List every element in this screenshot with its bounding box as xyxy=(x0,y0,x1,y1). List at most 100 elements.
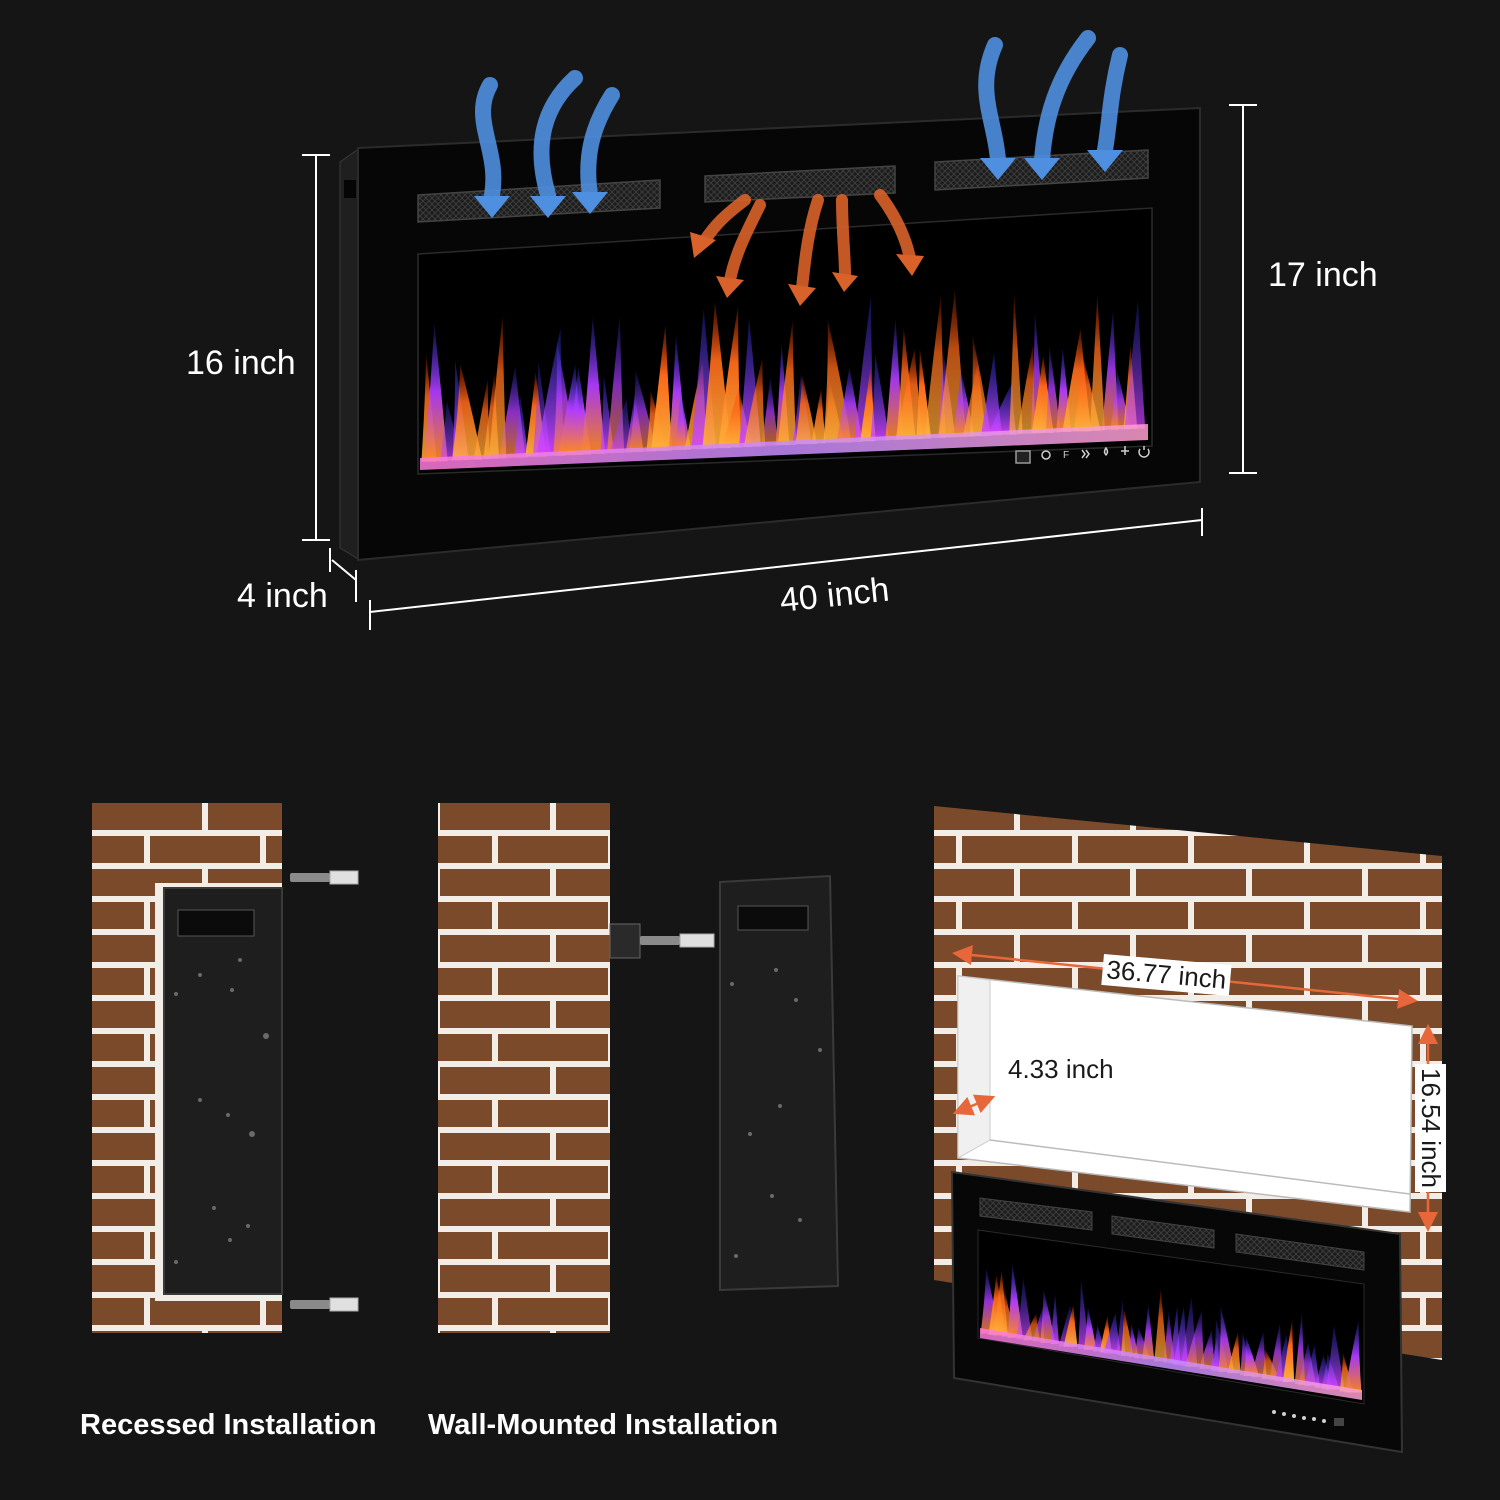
fan-icon xyxy=(1121,446,1129,455)
power-icon xyxy=(1138,446,1150,458)
flame xyxy=(795,375,818,444)
cutout-inner-wall xyxy=(957,975,991,1159)
recessed-installation xyxy=(92,803,359,1333)
cutout-depth-line xyxy=(952,1094,996,1116)
caption-recessed: Recessed Installation xyxy=(80,1409,377,1441)
depth-line xyxy=(329,548,357,602)
caption-wall-mounted: Wall-Mounted Installation xyxy=(428,1409,779,1441)
vent-center xyxy=(1111,1215,1215,1249)
control-panel-small xyxy=(1272,1410,1344,1426)
height-front-label: 16 inch xyxy=(186,344,296,382)
cool-air-arrow xyxy=(580,87,620,203)
flame xyxy=(1124,299,1146,429)
flame xyxy=(674,390,692,450)
flame xyxy=(1185,1309,1205,1367)
flame xyxy=(1083,1307,1097,1350)
flame xyxy=(488,315,507,459)
flame xyxy=(1045,345,1061,433)
flames xyxy=(421,289,1146,462)
height-side-line xyxy=(1229,104,1257,474)
ember-bed xyxy=(980,1328,1362,1400)
cool-air-arrow xyxy=(533,70,583,203)
cutout-diagram xyxy=(934,806,1442,1454)
flame xyxy=(606,315,625,453)
fireplace-back xyxy=(719,874,840,1292)
flame xyxy=(1199,1328,1215,1369)
flame xyxy=(1251,1331,1267,1378)
screw-anchor-bottom xyxy=(290,1297,359,1312)
flame xyxy=(836,366,863,442)
back-rivets xyxy=(174,958,269,1264)
back-handle xyxy=(177,909,255,937)
vent-right xyxy=(1235,1233,1365,1271)
cutout-depth-label: 4.33 inch xyxy=(1008,1054,1114,1084)
height-side-label: 17 inch xyxy=(1268,256,1378,294)
flame xyxy=(452,363,483,460)
fahrenheit-icon: F xyxy=(1063,450,1069,461)
hot-air-arrow xyxy=(699,194,751,246)
wall-mounted-installation xyxy=(438,803,840,1333)
main-fireplace: F xyxy=(302,30,1257,630)
flame xyxy=(1017,345,1036,434)
flame xyxy=(1304,1345,1320,1386)
side-switch xyxy=(344,180,356,198)
flame xyxy=(981,353,1002,436)
width-line xyxy=(369,508,1203,630)
hot-air-arrowheads xyxy=(690,232,924,306)
flame xyxy=(761,376,779,446)
cutout-height-label: 16.54 inch xyxy=(1415,1064,1446,1192)
hot-air-arrow xyxy=(836,194,851,281)
depth-label: 4 inch xyxy=(237,577,328,615)
flame xyxy=(870,353,890,441)
flame xyxy=(1325,1325,1345,1390)
control-panel: F xyxy=(1015,446,1150,464)
flame xyxy=(581,316,606,454)
flame xyxy=(1294,1312,1306,1384)
flame xyxy=(1089,293,1105,431)
height-front-line xyxy=(302,154,330,541)
flame xyxy=(743,357,766,447)
vent-center xyxy=(704,165,896,203)
flame xyxy=(1063,1304,1078,1347)
flame xyxy=(514,395,529,458)
fireplace-back xyxy=(163,887,283,1295)
flame xyxy=(1040,1289,1056,1343)
flame xyxy=(1344,1320,1362,1393)
wall-bracket xyxy=(609,923,641,959)
flame xyxy=(424,323,448,462)
flame xyxy=(895,348,924,440)
flame xyxy=(777,320,797,445)
flame xyxy=(651,324,673,451)
brick-wall xyxy=(438,803,610,1333)
cool-air-arrowheads xyxy=(474,150,1123,218)
flame xyxy=(1016,1277,1033,1340)
flame xyxy=(1103,1312,1121,1354)
vent-left xyxy=(979,1197,1093,1231)
flame xyxy=(1227,1331,1241,1374)
flame xyxy=(1218,1305,1235,1372)
display-icon xyxy=(1015,450,1031,464)
cool-air-arrow xyxy=(1034,30,1096,168)
cool-air-arrow xyxy=(978,37,1006,168)
ember-bed xyxy=(420,424,1148,470)
flame xyxy=(1282,1320,1295,1383)
flame xyxy=(924,295,946,438)
flame xyxy=(1142,1304,1155,1360)
cool-air-arrow xyxy=(1097,47,1128,158)
flame xyxy=(1154,1288,1168,1362)
flame-icon xyxy=(1103,446,1109,457)
hot-air-arrow xyxy=(874,189,916,264)
flame xyxy=(1009,292,1023,435)
cool-air-arrow xyxy=(475,77,502,203)
hot-air-arrow xyxy=(796,194,824,294)
flame xyxy=(1007,1263,1023,1338)
flames xyxy=(980,1263,1362,1393)
back-handle xyxy=(737,905,809,931)
flame xyxy=(609,398,633,453)
hot-air-arrows xyxy=(699,189,916,294)
back-rivets xyxy=(730,968,822,1258)
screw-anchor-top xyxy=(290,870,359,885)
heat-icon xyxy=(1081,449,1090,459)
flame xyxy=(988,382,1017,435)
